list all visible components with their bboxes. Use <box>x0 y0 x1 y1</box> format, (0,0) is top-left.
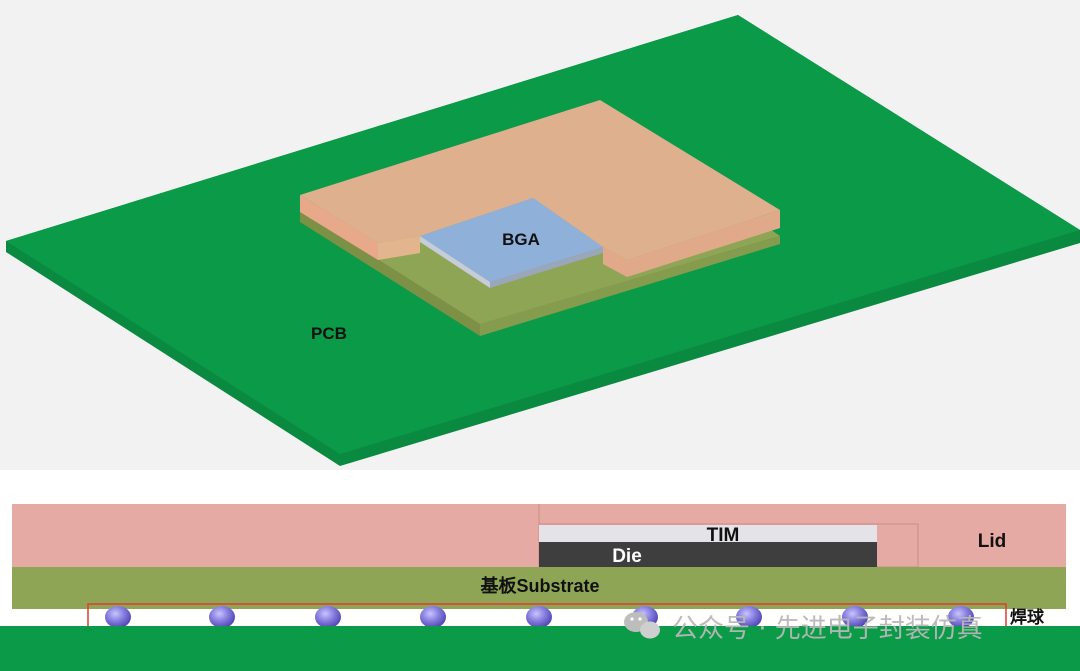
cross-section-view: TIM Die Lid 基板Substrate 焊球 公众号 · 先进电子封装仿… <box>0 478 1080 671</box>
solder-ball <box>209 606 235 628</box>
bga-chip-3d <box>420 198 603 288</box>
pcb-label: PCB <box>311 324 347 343</box>
lid-left-face <box>300 195 378 260</box>
bga-top <box>420 198 603 282</box>
pcb-section <box>0 626 1080 671</box>
solder-ball <box>420 606 446 628</box>
solder-ball <box>948 606 974 628</box>
substrate-left-face <box>300 210 480 336</box>
lid-notch-face-right <box>603 247 627 277</box>
lid-front-face <box>627 210 780 277</box>
iso-view: BGA PCB <box>0 0 1080 470</box>
solder-ball-label: 焊球 <box>1010 608 1045 627</box>
bga-label: BGA <box>502 230 540 249</box>
solder-ball-row <box>105 606 974 628</box>
lid-3d <box>300 100 780 277</box>
solder-ball <box>526 606 552 628</box>
solder-ball <box>736 606 762 628</box>
die-layer <box>539 542 877 567</box>
lid-label: Lid <box>978 531 1007 552</box>
bga-left-face <box>420 236 490 288</box>
panel-divider <box>0 470 1080 478</box>
wechat-icon <box>624 612 660 639</box>
lid-top <box>300 100 780 260</box>
watermark: 公众号 · 先进电子封装仿真 <box>624 612 983 644</box>
watermark-text: 公众号 · 先进电子封装仿真 <box>672 614 983 644</box>
die-label: Die <box>612 546 642 567</box>
solder-ball <box>842 606 868 628</box>
solder-ball <box>315 606 341 628</box>
lid-notch-face-left <box>378 236 420 260</box>
substrate-label: 基板Substrate <box>479 575 599 596</box>
bga-front-face <box>490 247 603 288</box>
solder-ball <box>105 606 131 628</box>
substrate-front-face <box>480 236 780 336</box>
substrate-section <box>12 567 1066 609</box>
tim-layer <box>539 525 877 542</box>
tim-label: TIM <box>707 525 740 546</box>
